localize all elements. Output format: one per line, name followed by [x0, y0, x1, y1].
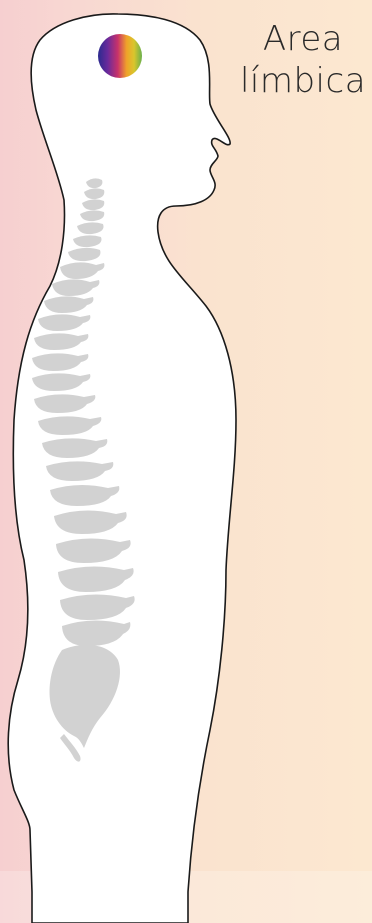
body-silhouette [8, 14, 236, 923]
area-limbica-label-line1: Area [238, 18, 368, 60]
area-limbica-label-line2: límbica [238, 60, 368, 102]
limbic-area-spot-icon [98, 34, 142, 78]
area-limbica-label: Area límbica [238, 18, 368, 102]
